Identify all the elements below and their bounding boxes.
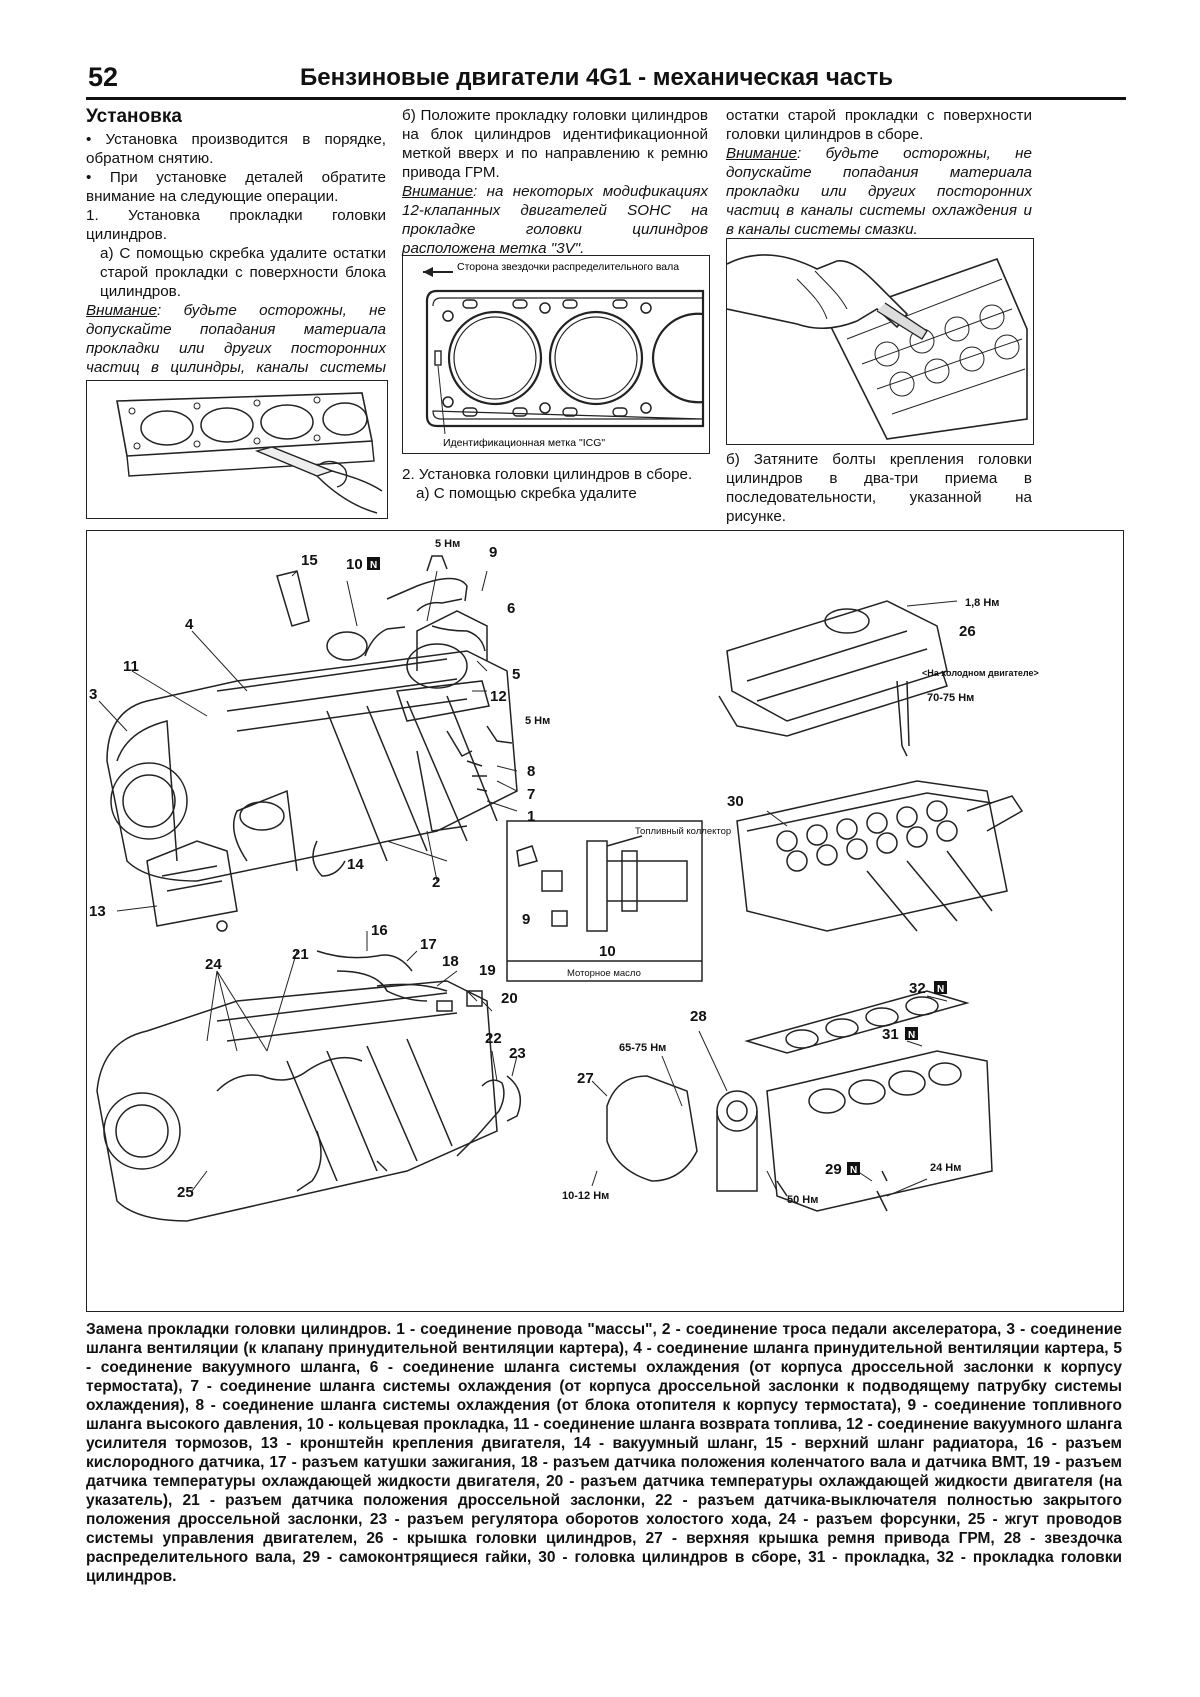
torque-5nm-a: 5 Нм <box>435 538 460 550</box>
torque-cold-note: <На холодном двигателе> <box>922 668 1039 678</box>
exploded-view-drawing: 15 10 N 9 6 4 11 3 5 12 8 7 1 14 2 13 26… <box>89 538 1039 1222</box>
inset-oil-label: Моторное масло <box>567 968 641 979</box>
page-title: Бензиновые двигатели 4G1 - механическая … <box>300 64 893 91</box>
torque-10-12nm: 10-12 Нм <box>562 1190 609 1202</box>
marker-n-text: N <box>937 984 944 995</box>
callout-31: 31 <box>882 1026 899 1043</box>
callout-15: 15 <box>301 552 318 569</box>
warning-paragraph: Внимание: будьте осторожны, не допускайт… <box>726 144 1032 239</box>
torque-65-75nm: 65-75 Нм <box>619 1042 666 1054</box>
warning-text: : на некоторых модификациях 12-клапанных… <box>402 183 708 257</box>
text-column-2-cont: 2. Установка головки цилиндров в сборе. … <box>402 465 708 503</box>
torque-70-75nm: 70-75 Нм <box>927 692 974 704</box>
callout-25: 25 <box>177 1184 194 1201</box>
callout-1: 1 <box>527 808 535 825</box>
callout-11: 11 <box>123 658 139 675</box>
callout-9: 9 <box>489 544 497 561</box>
warning-label: Внимание <box>402 183 474 200</box>
warning-text: : будьте осторожны, не допускайте попада… <box>726 145 1032 238</box>
gasket-direction-text: Сторона звездочки распределительного вал… <box>457 261 679 273</box>
callout-14: 14 <box>347 856 364 873</box>
callout-17: 17 <box>420 936 437 953</box>
paragraph: 1. Установка прокладки головки цилиндров… <box>86 207 386 243</box>
paragraph: а) С помощью скребка удалите остатки ста… <box>100 245 386 300</box>
block-scraping-drawing <box>116 392 383 514</box>
gasket-direction-label: Сторона звездочки распределительного вал… <box>457 261 679 273</box>
text-column-3-cont: б) Затяните болты крепления головки цили… <box>726 450 1032 526</box>
section-heading: Установка <box>86 106 182 127</box>
callout-21: 21 <box>292 946 309 963</box>
page-number: 52 <box>88 62 119 92</box>
callout-28: 28 <box>690 1008 707 1025</box>
callout-22: 22 <box>485 1030 502 1047</box>
marker-n-text: N <box>908 1030 915 1041</box>
callout-27: 27 <box>577 1070 594 1087</box>
callout-24: 24 <box>205 956 222 973</box>
callout-26: 26 <box>959 623 976 640</box>
callout-29: 29 <box>825 1161 842 1178</box>
callout-20: 20 <box>501 990 518 1007</box>
paragraph: б) Положите прокладку головки цилиндров … <box>402 107 708 181</box>
paragraph: 2. Установка головки цилиндров в сборе. <box>402 466 693 483</box>
callout-19: 19 <box>479 962 496 979</box>
header-rule <box>86 97 1126 100</box>
paragraph: б) Затяните болты крепления головки цили… <box>726 451 1032 525</box>
inset-callout-10: 10 <box>599 943 616 960</box>
gasket-mark-label: Идентификационная метка "ICG" <box>443 437 605 449</box>
callout-6: 6 <box>507 600 515 617</box>
text-column-2: б) Положите прокладку головки цилиндров … <box>402 106 708 258</box>
warning-paragraph: Внимание: на некоторых модификациях 12-к… <box>402 182 708 258</box>
paragraph: остатки старой прокладки с поверхности г… <box>726 107 1032 143</box>
warning-label: Внимание <box>726 145 798 162</box>
torque-24nm: 24 Нм <box>930 1162 961 1174</box>
figure-exploded-view: 15 10 N 9 6 4 11 3 5 12 8 7 1 14 2 13 26… <box>86 530 1124 1312</box>
callout-8: 8 <box>527 763 535 780</box>
torque-50nm: 50 Нм <box>787 1194 818 1206</box>
figure-caption: Замена прокладки головки цилиндров. 1 - … <box>86 1321 1122 1585</box>
callout-32: 32 <box>909 980 926 997</box>
paragraph: а) С помощью скребка удалите <box>416 485 637 502</box>
figure-head-gasket: Сторона звездочки распределительного вал… <box>402 255 710 454</box>
marker-n-box <box>934 981 947 994</box>
paragraph: • Установка производится в порядке, обра… <box>86 131 386 167</box>
callout-12: 12 <box>490 688 507 705</box>
head-gasket-drawing: Сторона звездочки распределительного вал… <box>423 261 705 449</box>
marker-n-text: N <box>370 560 377 571</box>
marker-n-box <box>367 557 380 570</box>
marker-n-box <box>847 1162 860 1175</box>
marker-n-text: N <box>850 1165 857 1176</box>
torque-5nm-b: 5 Нм <box>525 715 550 727</box>
warning-label: Внимание <box>86 302 158 319</box>
callout-13: 13 <box>89 903 106 920</box>
torque-1-8nm: 1,8 Нм <box>965 597 999 609</box>
text-column-3: остатки старой прокладки с поверхности г… <box>726 106 1032 239</box>
head-scraping-drawing <box>727 254 1028 440</box>
callout-4: 4 <box>185 616 194 633</box>
paragraph: • При установке деталей обратите внимани… <box>86 169 386 205</box>
gasket-mark-text: Идентификационная метка "ICG" <box>443 437 605 449</box>
inset-callout-9: 9 <box>522 911 530 928</box>
callout-3: 3 <box>89 686 97 703</box>
figure-head-scraping <box>726 238 1034 445</box>
figure-block-scraping <box>86 380 388 519</box>
inset-fuel-rail-label: Топливный коллектор <box>635 826 731 837</box>
callout-10: 10 <box>346 556 363 573</box>
callout-16: 16 <box>371 922 388 939</box>
callout-30: 30 <box>727 793 744 810</box>
callout-2: 2 <box>432 874 440 891</box>
marker-n-box <box>905 1027 918 1040</box>
callout-7: 7 <box>527 786 535 803</box>
callout-23: 23 <box>509 1045 526 1062</box>
callout-5: 5 <box>512 666 520 683</box>
callout-18: 18 <box>442 953 459 970</box>
text-column-1: Установка • Установка производится в пор… <box>86 106 386 396</box>
